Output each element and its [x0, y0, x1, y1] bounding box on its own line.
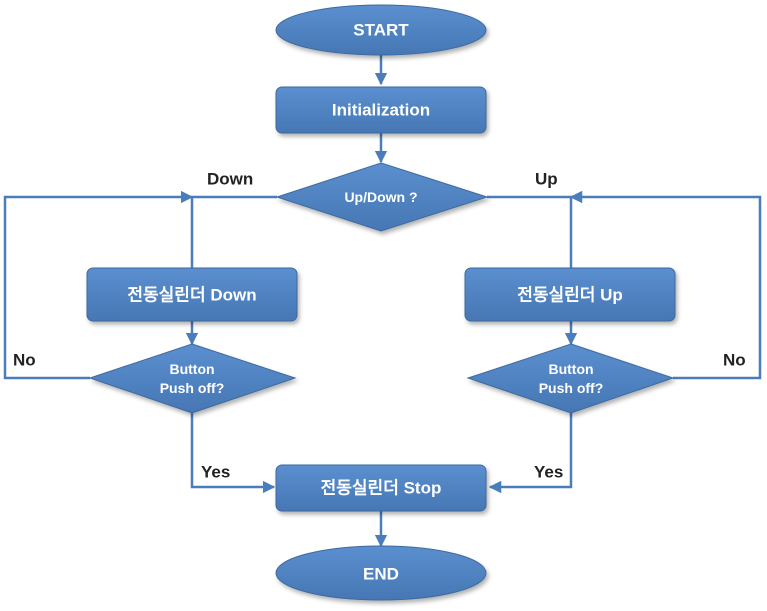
edge-left-no-loop — [3, 190, 194, 380]
edge-right-yes — [488, 413, 573, 494]
nodes — [86, 4, 676, 601]
cylinder-down-node — [86, 267, 298, 322]
edge-decision-up — [487, 195, 573, 268]
start-node — [275, 4, 487, 56]
edge-left-yes — [190, 413, 276, 494]
edge-decision-down — [190, 195, 277, 268]
cylinder-up-node — [464, 267, 676, 322]
node-labels: START Initialization Up/Down ? 전동실린더 Dow… — [127, 21, 622, 584]
end-node — [275, 545, 487, 601]
stop-label: 전동실린더 Stop — [321, 479, 442, 498]
init-label: Initialization — [332, 101, 430, 120]
edge-label-no-left: No — [13, 351, 36, 370]
cylinder-up-label: 전동실린더 Up — [517, 286, 623, 305]
decision-updown-label: Up/Down ? — [344, 189, 417, 205]
edge-label-down: Down — [207, 170, 253, 189]
edge-labels: Down Up No No Yes Yes — [13, 170, 746, 482]
decision-updown-node — [275, 162, 489, 232]
cylinder-down-label: 전동실린더 Down — [127, 286, 256, 305]
edge-label-up: Up — [535, 170, 558, 189]
button-left-node — [88, 343, 297, 414]
button-right-label-line2: Push off? — [539, 380, 604, 396]
button-left-label-line2: Push off? — [160, 380, 225, 396]
edge-right-no-loop — [569, 190, 762, 380]
init-node — [275, 86, 487, 134]
button-left-label-line1: Button — [169, 361, 214, 377]
edge-label-no-right: No — [723, 351, 746, 370]
connectors — [3, 55, 762, 548]
edge-label-yes-right: Yes — [534, 463, 563, 482]
button-right-node — [466, 343, 675, 414]
stop-node — [275, 464, 487, 512]
edge-label-yes-left: Yes — [201, 463, 230, 482]
end-label: END — [363, 565, 399, 584]
button-right-label-line1: Button — [548, 361, 593, 377]
start-label: START — [353, 21, 409, 40]
